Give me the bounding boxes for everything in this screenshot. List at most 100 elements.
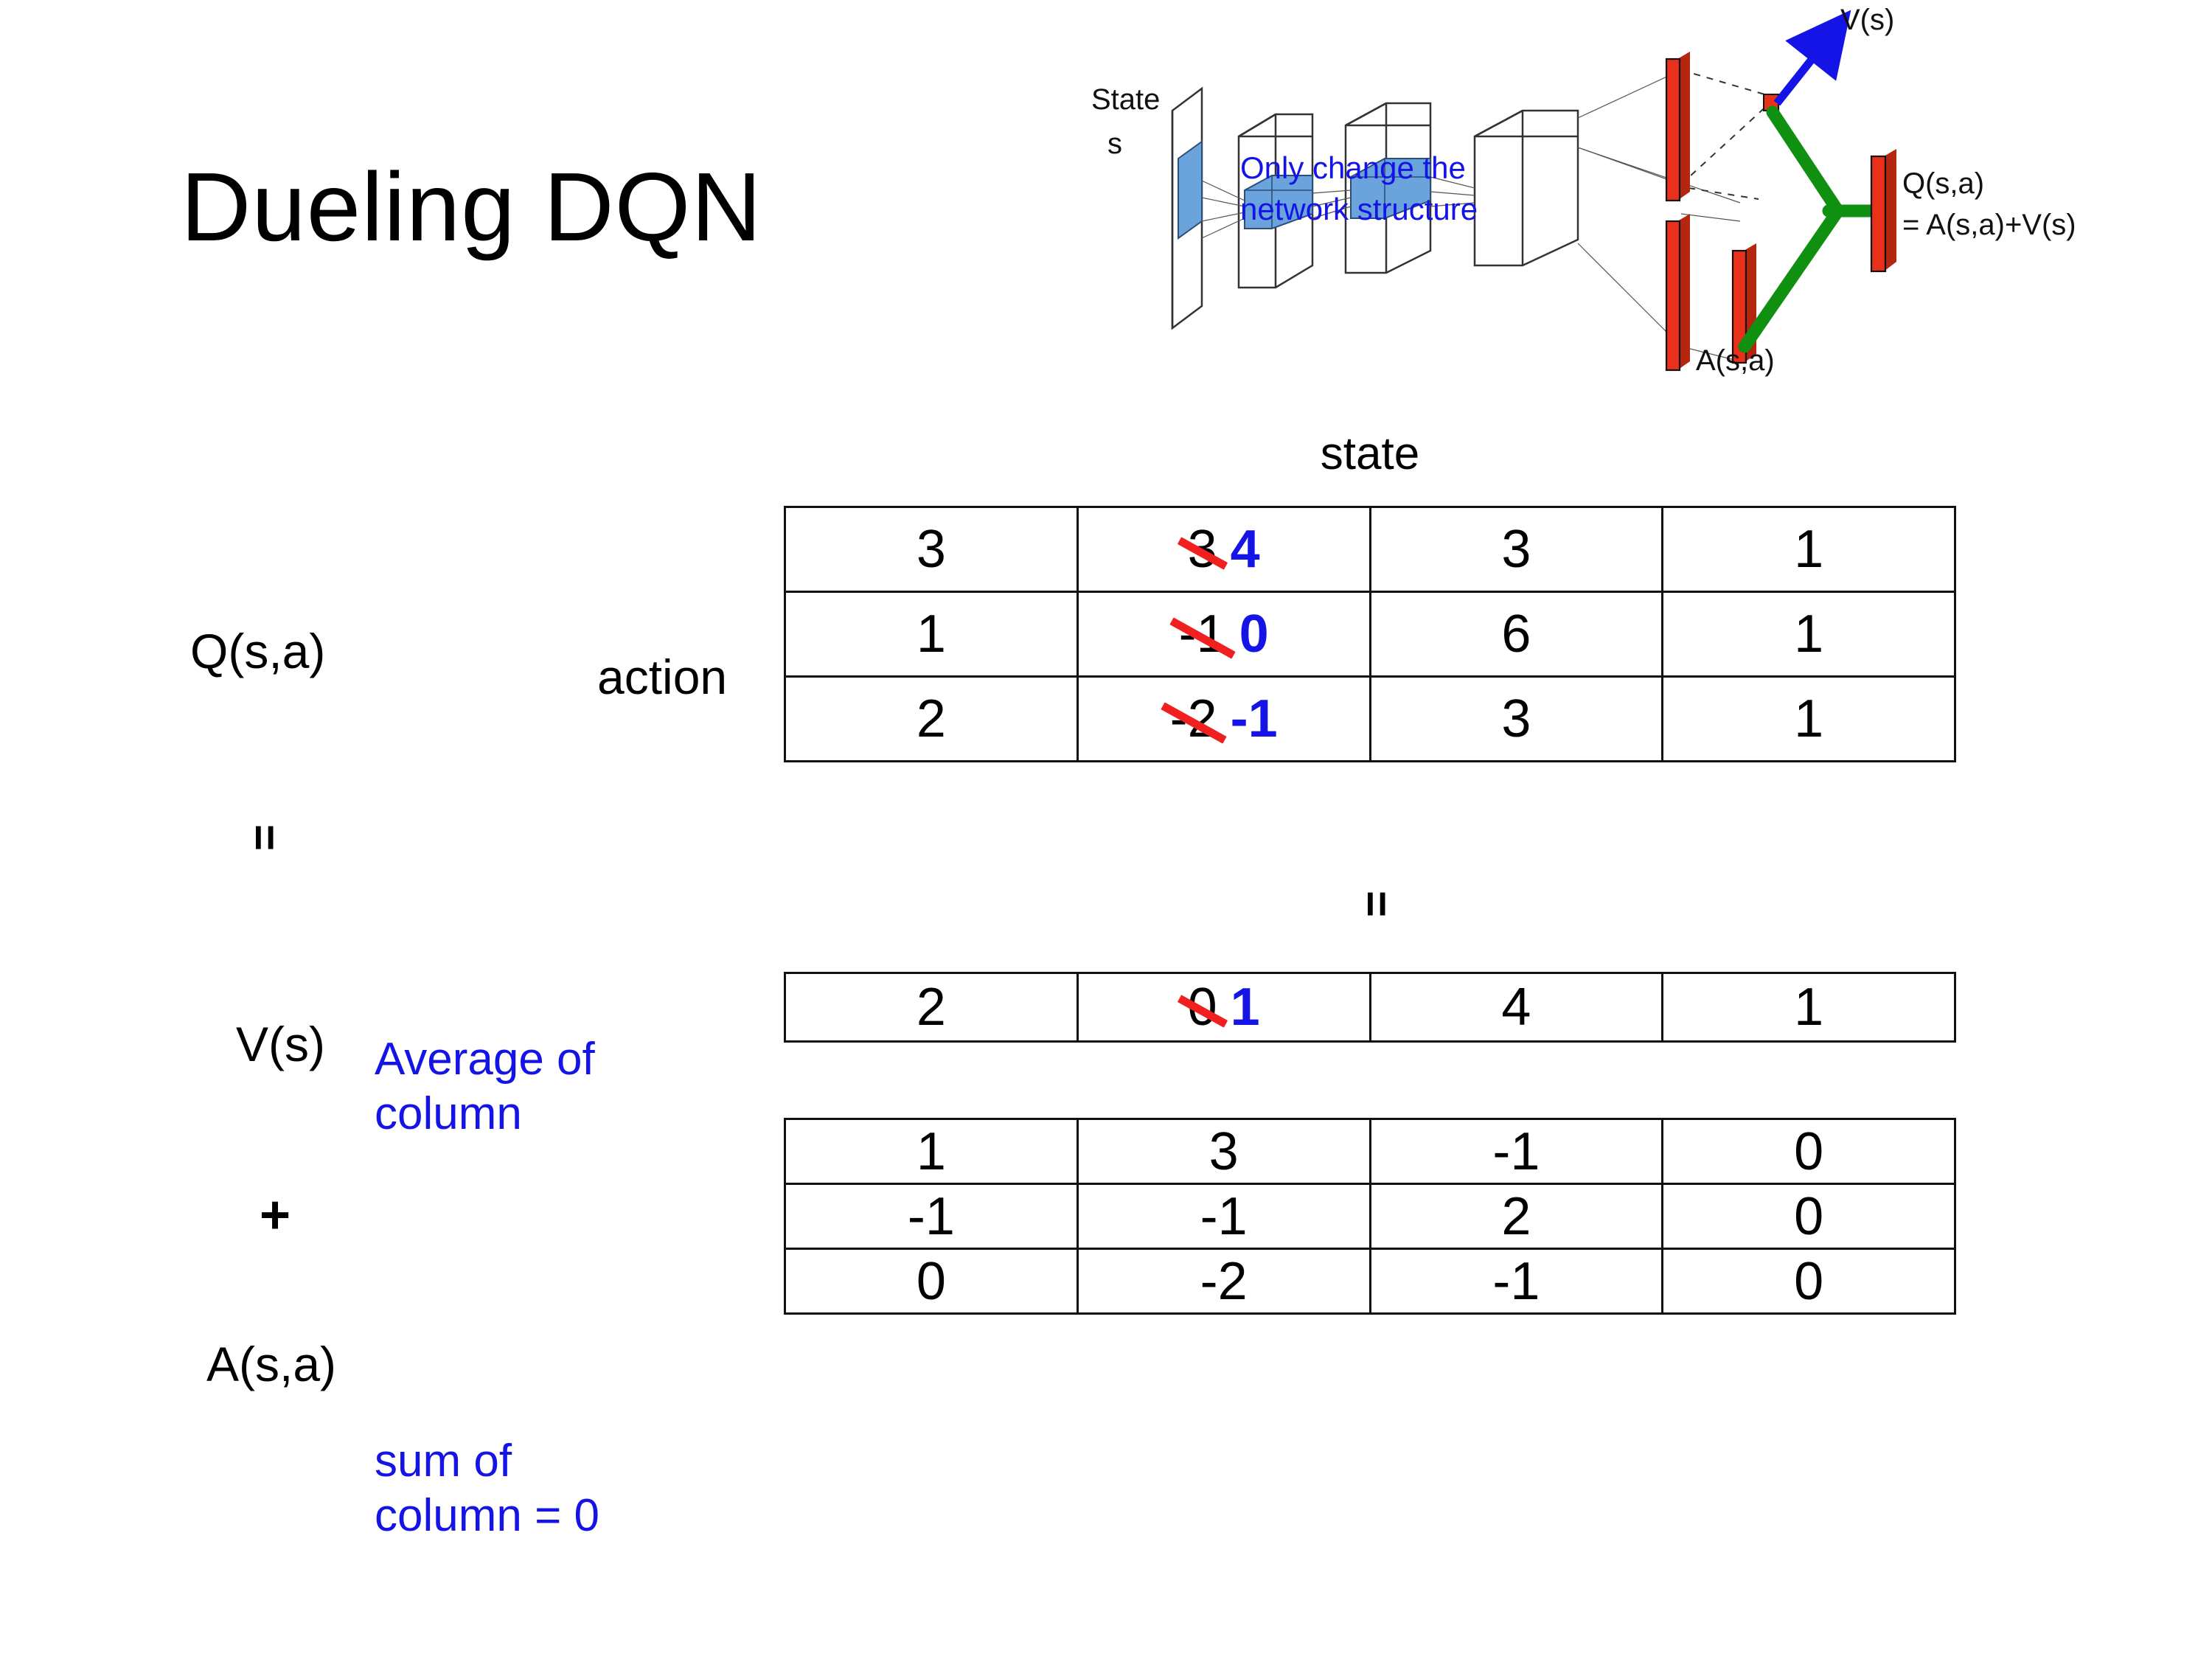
q-function-label: Q(s,a) [190, 624, 326, 678]
table-cell: 0 [784, 1248, 1079, 1315]
action-axis-label: action [597, 650, 728, 704]
network-note-line2: network structure [1240, 192, 1478, 226]
cell-value: 1 [916, 1121, 946, 1181]
diagram-a-label: A(s,a) [1696, 344, 1775, 377]
connection-lines [1201, 69, 1741, 362]
q-output-bar-shape [1870, 149, 1896, 273]
cell-value: 6 [1501, 605, 1531, 664]
table-cell: 2 [1368, 1183, 1664, 1250]
table-cell: 1 [1661, 972, 1956, 1043]
cell-value: 1 [916, 605, 946, 664]
equals-operator-middle: = [1351, 890, 1402, 918]
network-note-line1: Only change the [1240, 150, 1466, 185]
struck-value: 3 [1187, 520, 1217, 579]
diagram-q-label-line2: = A(s,a)+V(s) [1902, 209, 2076, 241]
cell-value: -1 [1492, 1251, 1540, 1311]
table-cell: -1 [784, 1183, 1079, 1250]
table-cell: 2 [784, 675, 1079, 762]
cell-value: 0 [1794, 1121, 1824, 1181]
table-cell: 3 [1076, 1118, 1371, 1185]
cell-value: 3 [1501, 520, 1531, 579]
replacement-value: 0 [1239, 605, 1269, 664]
table-cell: 6 [1368, 591, 1664, 678]
cell-value: 0 [1794, 1251, 1824, 1311]
struck-value: -2 [1169, 689, 1217, 748]
cell-value: 1 [1794, 689, 1824, 748]
cell-value: 1 [1794, 520, 1824, 579]
cell-value: -1 [1200, 1186, 1248, 1246]
merge-green-connector [1738, 105, 1879, 353]
value-stream-dashed-lines [1680, 69, 1770, 200]
replacement-value: 4 [1230, 520, 1260, 579]
table-cell: 0 [1661, 1118, 1956, 1185]
v-function-label: V(s) [236, 1017, 325, 1071]
cell-value: -1 [907, 1186, 955, 1246]
cell-value: 2 [916, 978, 946, 1037]
cell-value: 0 [916, 1251, 946, 1311]
struck-value: -1 [1178, 605, 1226, 664]
diagram-v-label: V(s) [1840, 4, 1894, 36]
cell-value: 1 [1794, 978, 1824, 1037]
struck-value: 0 [1187, 978, 1217, 1037]
cell-value: 4 [1501, 978, 1531, 1037]
state-label-line2: s [1107, 128, 1122, 160]
advantage-stream-bar-shape [1665, 214, 1690, 372]
table-row: 2 -2-1 3 1 [784, 675, 1956, 762]
table-cell: 0 [1661, 1248, 1956, 1315]
replacement-value: -1 [1230, 689, 1278, 748]
table-cell: -1 [1368, 1118, 1664, 1185]
state-label-line1: State [1091, 83, 1160, 116]
table-cell: 1 [784, 591, 1079, 678]
table-cell: 1 [784, 1118, 1079, 1185]
value-output-arrow [1773, 10, 1851, 106]
table-cell: 1 [1661, 506, 1956, 593]
table-row: 1 3 -1 0 [784, 1118, 1956, 1185]
table-cell: -1 [1076, 1183, 1371, 1250]
cell-value: 0 [1794, 1186, 1824, 1246]
cell-value: 3 [1208, 1121, 1239, 1181]
table-cell: -1 [1368, 1248, 1664, 1315]
table-cell: 3 [1368, 675, 1664, 762]
diagram-q-label-line1: Q(s,a) [1902, 167, 1984, 200]
value-stream-bar-shape [1665, 52, 1690, 202]
equals-operator-left: = [239, 824, 291, 852]
table-row: -1 -1 2 0 [784, 1183, 1956, 1250]
conv-patch-2-shape [1350, 158, 1431, 219]
table-cell: 0 [1661, 1183, 1956, 1250]
table-cell: 1 [1661, 591, 1956, 678]
a-function-label: A(s,a) [206, 1337, 337, 1391]
plus-operator-left: + [260, 1186, 291, 1245]
replacement-value: 1 [1230, 978, 1260, 1037]
cell-value: 2 [1501, 1186, 1531, 1246]
cell-value: 1 [1794, 605, 1824, 664]
table-cell: 4 [1368, 972, 1664, 1043]
input-patch-shape [1178, 140, 1203, 240]
table-cell: 3 [784, 506, 1079, 593]
table-cell: -2 [1076, 1248, 1371, 1315]
average-of-column-note: Average of column [375, 1034, 595, 1140]
table-cell: 1 [1661, 675, 1956, 762]
table-row: 0 -2 -1 0 [784, 1248, 1956, 1315]
table-cell: -2-1 [1076, 675, 1371, 762]
conv-layer-3-shape [1473, 109, 1579, 267]
state-axis-label: state [1320, 428, 1420, 479]
table-cell: 3 [1368, 506, 1664, 593]
cell-value: 3 [916, 520, 946, 579]
cell-value: 3 [1501, 689, 1531, 748]
cell-value: -2 [1200, 1251, 1248, 1311]
table-cell: 2 [784, 972, 1079, 1043]
dueling-network-diagram: State s Only change the network structur… [1091, 0, 2212, 413]
cell-value: -1 [1492, 1121, 1540, 1181]
page-title: Dueling DQN [181, 153, 762, 261]
cell-value: 2 [916, 689, 946, 748]
conv-patch-1-shape [1244, 175, 1313, 229]
